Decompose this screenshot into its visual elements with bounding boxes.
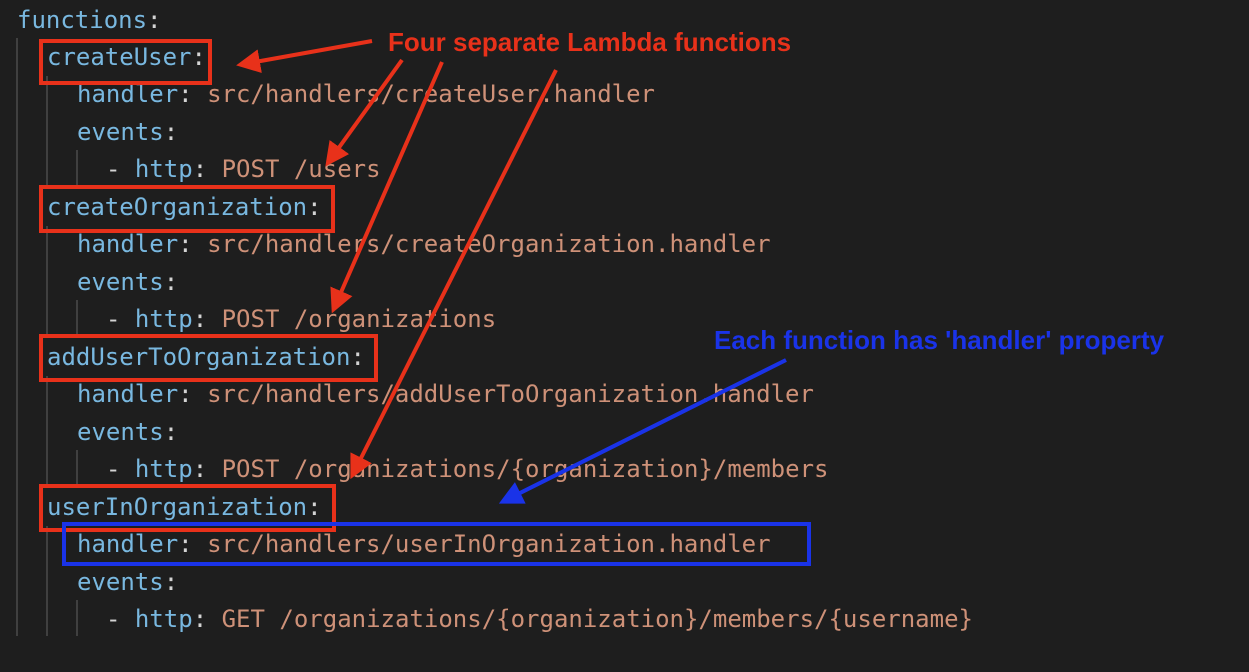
indent-guide xyxy=(46,526,48,636)
indent-guide xyxy=(76,600,78,636)
code-line-handler: handler: src/handlers/userInOrganization… xyxy=(77,530,771,558)
code-line-events: events: xyxy=(77,568,179,596)
handler-annotation: Each function has 'handler' property xyxy=(714,325,1165,355)
function-name-highlight-box xyxy=(39,39,212,85)
event-value: GET /organizations/{organization}/member… xyxy=(221,605,973,633)
event-key: http xyxy=(134,305,193,333)
events-key: events xyxy=(77,268,164,296)
function-name-highlight-box xyxy=(39,185,335,233)
code-line-events: events: xyxy=(77,118,179,146)
code-line-event: - http: POST /users xyxy=(106,155,381,183)
function-name: userInOrganization xyxy=(47,493,308,521)
handler-key: handler xyxy=(77,230,179,258)
events-key: events xyxy=(77,118,164,146)
code-line-events: events: xyxy=(77,418,179,446)
handler-highlight-box xyxy=(62,522,811,566)
function-name: createOrganization xyxy=(47,193,308,221)
indent-guide xyxy=(76,450,78,486)
function-name: createUser xyxy=(47,43,192,71)
functions-key: functions xyxy=(17,6,148,34)
function-name: addUserToOrganization xyxy=(47,343,351,371)
event-value: POST /organizations xyxy=(221,305,497,333)
function-name-highlight-box xyxy=(39,334,378,382)
indent-guide xyxy=(76,150,78,186)
code-line-function-name: createOrganization: xyxy=(47,193,322,221)
event-value: POST /organizations/{organization}/membe… xyxy=(221,455,829,483)
indent-guide xyxy=(46,376,48,486)
function-name-highlight-box xyxy=(39,484,336,532)
event-value: POST /users xyxy=(221,155,381,183)
indent-guide xyxy=(46,226,48,336)
indent-guide xyxy=(16,38,18,636)
handler-value: src/handlers/createOrganization.handler xyxy=(207,230,771,258)
handler-key: handler xyxy=(77,380,179,408)
code-line-function-name: createUser: xyxy=(47,43,206,71)
event-key: http xyxy=(134,605,193,633)
handler-value: src/handlers/createUser.handler xyxy=(207,80,655,108)
event-key: http xyxy=(134,155,193,183)
functions-annotation: Four separate Lambda functions xyxy=(388,27,792,57)
code-line-function-name: userInOrganization: xyxy=(47,493,322,521)
indent-guide xyxy=(76,300,78,336)
code-line-event: - http: POST /organizations xyxy=(106,305,497,333)
events-key: events xyxy=(77,418,164,446)
events-key: events xyxy=(77,568,164,596)
handler-key: handler xyxy=(77,530,179,558)
event-key: http xyxy=(134,455,193,483)
code-line-functions: functions: xyxy=(17,6,162,34)
handler-value: src/handlers/addUserToOrganization.handl… xyxy=(207,380,814,408)
indent-guide xyxy=(46,76,48,186)
code-line-events: events: xyxy=(77,268,179,296)
handler-value: src/handlers/userInOrganization.handler xyxy=(207,530,771,558)
code-line-event: - http: GET /organizations/{organization… xyxy=(106,605,973,633)
code-line-event: - http: POST /organizations/{organizatio… xyxy=(106,455,829,483)
arrow-to-createUser xyxy=(236,39,373,73)
